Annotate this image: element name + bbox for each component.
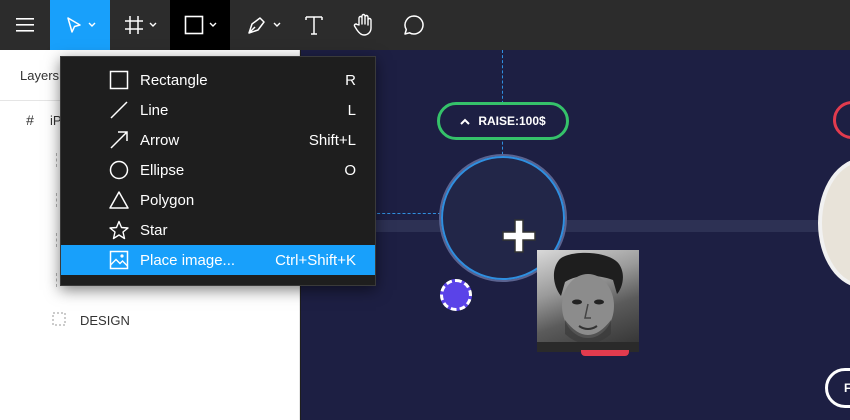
layer-row[interactable]: # iP — [0, 105, 300, 135]
menu-item-label: Arrow — [140, 131, 180, 149]
frame-hash-icon — [124, 16, 143, 34]
rectangle-icon — [109, 70, 129, 90]
menu-item-star[interactable]: Star — [61, 215, 375, 245]
table-rail — [301, 220, 850, 232]
chevron-down-icon — [88, 22, 95, 27]
design-canvas[interactable]: RAISE:100$ F — [301, 50, 850, 420]
layer-label: iP — [50, 112, 62, 128]
raise-badge[interactable]: RAISE:100$ — [437, 102, 569, 140]
pen-icon — [247, 17, 265, 34]
group-icon — [56, 153, 62, 167]
triangle-icon — [109, 191, 129, 209]
chevron-down-icon — [209, 22, 216, 27]
move-tool-button[interactable] — [50, 0, 110, 50]
arrow-icon — [110, 131, 128, 149]
menu-item-label: Rectangle — [140, 71, 208, 89]
layer-row[interactable] — [0, 265, 300, 295]
dashed-frame-icon — [56, 273, 62, 287]
action-badge[interactable] — [833, 101, 850, 139]
text-tool-button[interactable] — [296, 0, 332, 50]
selection-outline — [441, 156, 565, 280]
menu-item-rectangle[interactable]: Rectangle R — [61, 65, 375, 95]
dashed-frame-icon — [56, 233, 62, 247]
hand-icon — [353, 13, 372, 36]
menu-item-shortcut: Ctrl+Shift+K — [275, 251, 356, 269]
portrait-image — [537, 252, 639, 352]
hand-tool-button[interactable] — [346, 0, 382, 50]
menu-item-shortcut: O — [344, 161, 356, 179]
layer-row[interactable] — [0, 145, 300, 175]
menu-item-line[interactable]: Line L — [61, 95, 375, 125]
player-photo[interactable] — [537, 250, 639, 352]
menu-item-polygon[interactable]: Polygon — [61, 185, 375, 215]
ellipse-icon — [109, 160, 129, 180]
fold-label: F — [844, 381, 850, 395]
main-menu-button[interactable] — [0, 0, 50, 50]
pen-tool-button[interactable] — [236, 0, 290, 50]
layer-row[interactable]: DESIGN — [0, 305, 300, 335]
toolbar — [0, 0, 850, 50]
chevron-down-icon — [273, 22, 280, 27]
text-t-icon — [305, 16, 323, 35]
fold-button[interactable]: F — [825, 368, 850, 408]
menu-item-label: Place image... — [140, 251, 236, 269]
dashed-frame-icon — [56, 193, 62, 207]
frame-tool-button[interactable] — [110, 0, 170, 50]
menu-item-label: Polygon — [140, 191, 195, 209]
menu-item-label: Star — [140, 221, 168, 239]
menu-item-label: Ellipse — [140, 161, 185, 179]
hamburger-icon — [16, 18, 34, 32]
frame-hash-icon: # — [26, 112, 34, 128]
line-icon — [110, 101, 128, 119]
poker-chip[interactable] — [440, 279, 472, 311]
dashed-frame-icon — [52, 312, 66, 326]
speech-bubble-icon — [404, 15, 424, 35]
rectangle-icon — [184, 15, 203, 35]
menu-item-shortcut: Shift+L — [308, 131, 356, 149]
chevron-down-icon — [149, 22, 156, 27]
menu-item-shortcut: L — [347, 101, 356, 119]
menu-item-label: Line — [140, 101, 169, 119]
menu-item-place-image[interactable]: Place image... Ctrl+Shift+K — [61, 245, 375, 275]
crosshair-cursor-icon — [502, 219, 536, 253]
layer-row[interactable] — [0, 185, 300, 215]
raise-label: RAISE:100$ — [478, 114, 546, 128]
cursor-arrow-icon — [66, 17, 81, 33]
comment-tool-button[interactable] — [396, 0, 432, 50]
menu-item-shortcut: R — [345, 71, 356, 89]
player-seat-occupied[interactable] — [818, 158, 850, 288]
layer-label: DESIGN — [80, 312, 130, 328]
star-icon — [109, 220, 129, 240]
image-icon — [109, 250, 129, 270]
menu-item-arrow[interactable]: Arrow Shift+L — [61, 125, 375, 155]
chevron-up-icon — [460, 118, 471, 125]
menu-item-ellipse[interactable]: Ellipse O — [61, 155, 375, 185]
shape-tool-button[interactable] — [170, 0, 230, 50]
shape-tools-menu: Rectangle R Line L Arrow Shift+L Ellipse… — [60, 56, 376, 286]
layers-tab[interactable]: Layers — [20, 68, 60, 83]
layer-row[interactable] — [0, 225, 300, 255]
player-name-tag — [581, 350, 629, 356]
